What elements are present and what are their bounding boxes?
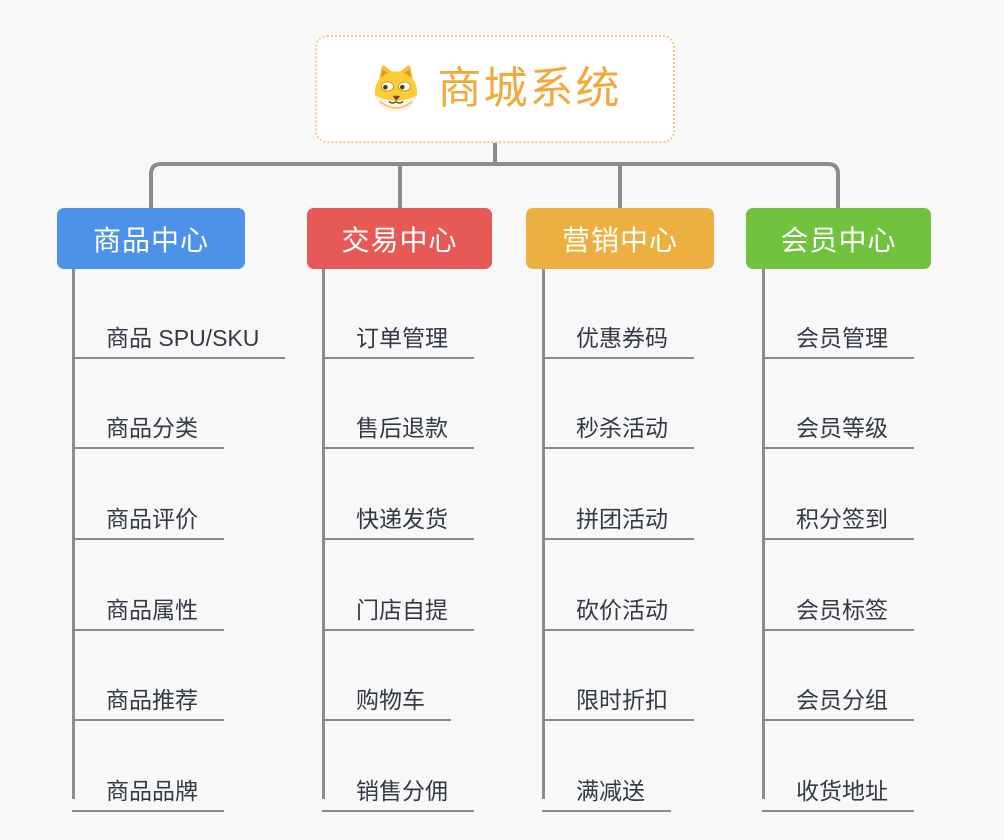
branch-label: 商品中心 <box>92 224 209 256</box>
child-label: 销售分佣 <box>356 778 448 805</box>
child-label: 会员等级 <box>796 415 888 442</box>
child-node[interactable]: 优惠券码 <box>542 268 694 359</box>
child-node[interactable]: 售后退款 <box>322 359 474 450</box>
child-node[interactable]: 会员分组 <box>762 631 914 722</box>
child-label: 砍价活动 <box>576 596 668 623</box>
child-label: 商品 SPU/SKU <box>106 324 260 351</box>
branch-node-member-center[interactable]: 会员中心 <box>746 208 931 269</box>
child-label: 商品评价 <box>106 506 198 533</box>
child-node[interactable]: 拼团活动 <box>542 449 694 541</box>
child-node[interactable]: 商品推荐 <box>72 631 224 722</box>
child-label: 商品品牌 <box>106 778 198 805</box>
branch-label: 交易中心 <box>341 224 458 256</box>
dog-face-icon <box>374 65 417 112</box>
child-label: 拼团活动 <box>576 506 668 533</box>
child-label: 满减送 <box>576 778 645 805</box>
branch-node-trade-center[interactable]: 交易中心 <box>307 208 492 269</box>
child-node[interactable]: 会员管理 <box>762 268 914 359</box>
child-node[interactable]: 砍价活动 <box>542 540 694 631</box>
child-node[interactable]: 商品属性 <box>72 540 224 631</box>
child-label: 商品分类 <box>106 415 198 442</box>
child-node[interactable]: 门店自提 <box>322 540 474 631</box>
child-node[interactable]: 限时折扣 <box>542 631 694 722</box>
child-node[interactable]: 积分签到 <box>762 449 914 541</box>
child-node[interactable]: 满减送 <box>542 721 671 813</box>
branch-children-marketing: 优惠券码 秒杀活动 拼团活动 砍价活动 限时折扣 满减送 <box>542 268 694 813</box>
child-label: 商品属性 <box>106 596 198 623</box>
child-node[interactable]: 秒杀活动 <box>542 359 694 450</box>
child-label: 积分签到 <box>796 506 888 533</box>
child-label: 订单管理 <box>356 324 448 351</box>
branch-node-product-center[interactable]: 商品中心 <box>57 208 245 269</box>
child-node[interactable]: 会员等级 <box>762 359 914 450</box>
child-label: 购物车 <box>356 687 425 714</box>
child-node[interactable]: 收货地址 <box>762 721 914 813</box>
child-label: 门店自提 <box>356 596 448 623</box>
branch-label: 会员中心 <box>780 224 897 256</box>
child-node[interactable]: 订单管理 <box>322 268 474 359</box>
child-label: 会员标签 <box>796 596 888 623</box>
child-label: 限时折扣 <box>576 687 668 714</box>
child-node[interactable]: 购物车 <box>322 631 451 722</box>
child-node[interactable]: 销售分佣 <box>322 721 474 813</box>
child-label: 售后退款 <box>356 415 448 442</box>
child-label: 快递发货 <box>356 506 448 533</box>
branch-children-member: 会员管理 会员等级 积分签到 会员标签 会员分组 收货地址 <box>762 268 914 813</box>
child-label: 秒杀活动 <box>576 415 668 442</box>
child-node[interactable]: 会员标签 <box>762 540 914 631</box>
child-label: 收货地址 <box>796 778 888 805</box>
child-label: 会员分组 <box>796 687 888 714</box>
child-label: 商品推荐 <box>106 687 198 714</box>
branch-node-marketing-center[interactable]: 营销中心 <box>526 208 714 269</box>
child-node[interactable]: 商品评价 <box>72 449 224 541</box>
root-title: 商城系统 <box>437 64 622 113</box>
child-node[interactable]: 商品 SPU/SKU <box>72 268 286 359</box>
root-node[interactable]: 商城系统 <box>315 35 675 143</box>
child-label: 优惠券码 <box>576 324 668 351</box>
child-node[interactable]: 快递发货 <box>322 449 474 541</box>
branch-children-product: 商品 SPU/SKU 商品分类 商品评价 商品属性 商品推荐 商品品牌 <box>72 268 286 813</box>
branch-children-trade: 订单管理 售后退款 快递发货 门店自提 购物车 销售分佣 <box>322 268 474 813</box>
child-node[interactable]: 商品分类 <box>72 359 224 450</box>
branch-label: 营销中心 <box>561 224 678 256</box>
child-label: 会员管理 <box>796 324 888 351</box>
child-node[interactable]: 商品品牌 <box>72 721 224 813</box>
